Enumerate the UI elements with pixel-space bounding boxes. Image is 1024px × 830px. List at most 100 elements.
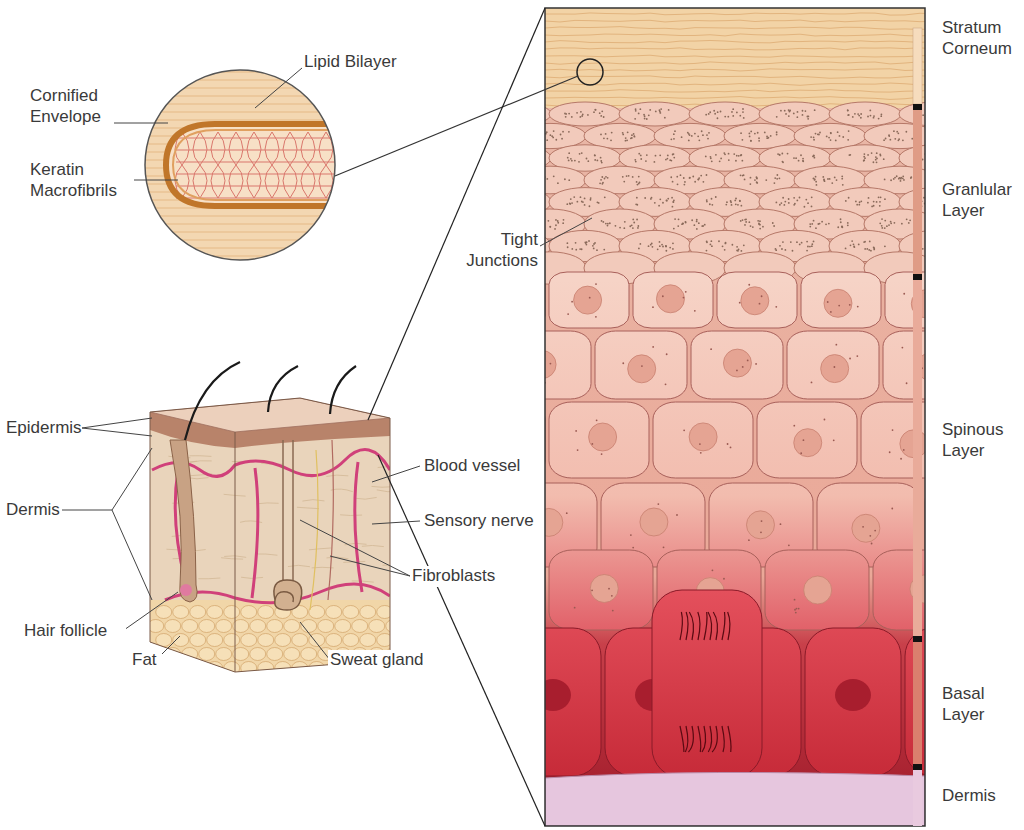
illustration-part xyxy=(727,116,729,118)
part-label: Keratin Macrofibrils xyxy=(28,160,134,201)
illustration-part xyxy=(610,139,612,141)
illustration-part xyxy=(601,220,603,222)
illustration-part xyxy=(735,203,737,205)
illustration-part xyxy=(662,295,664,297)
illustration-part xyxy=(633,272,713,328)
illustration-part xyxy=(634,118,636,120)
illustration-part xyxy=(704,224,706,226)
illustration-part xyxy=(659,112,661,114)
illustration-part xyxy=(699,443,701,445)
illustration-part xyxy=(241,634,257,647)
illustration-part xyxy=(594,109,596,111)
illustration-part xyxy=(545,351,556,379)
illustration-part xyxy=(706,201,708,203)
illustration-part xyxy=(326,634,342,647)
illustration-part xyxy=(224,634,240,647)
illustration-part xyxy=(677,225,679,227)
illustration-part xyxy=(831,182,833,184)
illustration-part xyxy=(672,201,674,203)
illustration-part xyxy=(297,507,319,508)
illustration-part xyxy=(736,370,738,372)
illustration-part xyxy=(568,160,570,162)
illustration-part xyxy=(805,110,807,112)
illustration-part xyxy=(661,244,663,246)
illustration-part xyxy=(574,160,576,162)
illustration-part xyxy=(756,176,758,178)
illustration-part xyxy=(850,244,852,246)
illustration-part xyxy=(176,174,345,175)
illustration-part xyxy=(902,139,904,141)
illustration-part xyxy=(866,248,868,250)
illustration-part xyxy=(848,114,850,116)
illustration-part xyxy=(549,550,653,630)
illustration-part xyxy=(780,110,782,112)
illustration-part xyxy=(267,648,283,661)
illustration-part xyxy=(659,241,661,243)
illustration-part xyxy=(665,246,667,248)
illustration-part xyxy=(652,246,654,248)
illustration-part xyxy=(802,160,804,162)
illustration-part xyxy=(693,224,695,226)
illustration-part xyxy=(630,534,632,536)
illustration-part xyxy=(568,113,570,115)
illustration-part xyxy=(750,140,752,142)
illustration-part xyxy=(635,108,637,110)
illustration-part xyxy=(630,137,632,139)
illustration-part xyxy=(265,132,279,198)
illustration-part xyxy=(841,175,843,177)
illustration-part xyxy=(847,139,849,141)
illustration-part xyxy=(759,228,761,230)
illustration-part xyxy=(793,113,795,115)
illustration-part xyxy=(858,115,860,117)
illustration-part xyxy=(740,205,742,207)
illustration-part xyxy=(788,198,790,200)
illustration-part xyxy=(744,224,746,226)
illustration-part xyxy=(870,250,872,252)
illustration-part xyxy=(596,159,598,161)
illustration-part xyxy=(553,130,555,132)
illustration-part xyxy=(659,245,661,247)
illustration-part xyxy=(758,223,760,225)
illustration-part xyxy=(815,133,817,135)
illustration-part xyxy=(584,242,586,244)
illustration-part xyxy=(140,79,340,80)
illustration-part xyxy=(555,224,557,226)
illustration-part xyxy=(571,248,573,250)
illustration-part xyxy=(871,152,873,154)
illustration-part xyxy=(156,606,172,619)
illustration-part xyxy=(890,221,892,223)
illustration-part xyxy=(629,225,631,227)
illustration-part xyxy=(722,245,724,247)
illustration-part xyxy=(726,201,728,203)
illustration-part xyxy=(546,131,548,133)
illustration-part xyxy=(720,157,722,159)
illustration-part xyxy=(635,161,637,163)
illustration-part xyxy=(319,132,333,198)
illustration-part xyxy=(382,565,404,567)
illustration-part xyxy=(793,425,795,427)
illustration-part xyxy=(284,648,300,661)
illustration-part xyxy=(386,620,402,633)
illustration-part xyxy=(595,316,597,318)
illustration-part xyxy=(283,132,297,198)
illustration-part xyxy=(570,158,572,160)
illustration-part xyxy=(193,132,207,198)
illustration-part xyxy=(688,133,690,135)
illustration-part xyxy=(893,222,895,224)
illustration-part xyxy=(369,620,385,633)
illustration-part xyxy=(680,612,682,640)
illustration-part xyxy=(706,250,708,252)
illustration-part xyxy=(811,196,813,198)
illustration-part xyxy=(173,662,189,675)
illustration-part xyxy=(775,248,777,250)
illustration-part xyxy=(758,140,760,142)
illustration-part xyxy=(557,220,559,222)
illustration-part xyxy=(804,206,806,208)
illustration-part xyxy=(781,248,783,250)
illustration-part xyxy=(355,497,377,499)
illustration-part xyxy=(672,154,674,156)
illustration-part xyxy=(787,331,879,399)
illustration-part xyxy=(881,225,883,227)
illustration-part xyxy=(549,402,649,478)
illustration-part xyxy=(569,203,571,205)
